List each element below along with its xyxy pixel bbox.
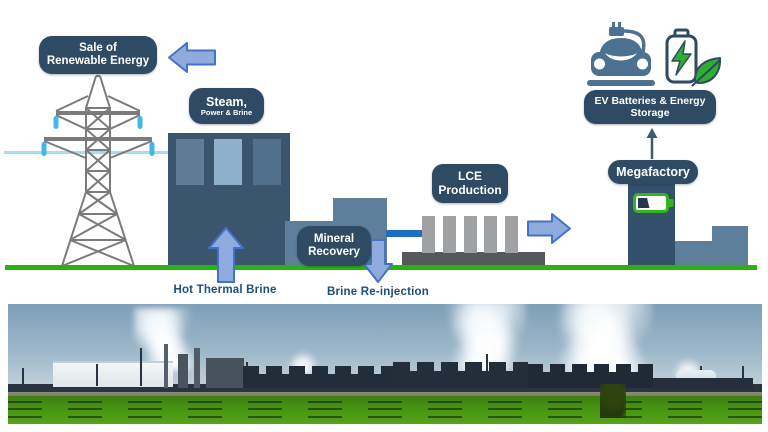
megafactory-icon <box>628 170 675 267</box>
low-structures <box>653 378 753 390</box>
megafactory-box: Megafactory <box>608 160 698 184</box>
hot-thermal-brine-label: Hot Thermal Brine <box>173 284 277 296</box>
brine-reinjection-label: Brine Re-injection <box>326 286 429 298</box>
mineral-box-line1: Mineral <box>313 232 355 245</box>
insulator-icons <box>41 116 155 156</box>
sale-renewable-energy-box: Sale of Renewable Energy <box>39 36 157 74</box>
flow-arrow-up <box>208 227 244 283</box>
ev-car-charging-icon <box>587 22 655 86</box>
lce-production-box: LCE Production <box>432 164 508 203</box>
cooling-tower-bank <box>243 366 393 388</box>
cooling-tower-bank <box>528 364 653 388</box>
white-warehouse <box>53 361 173 387</box>
brine-pipe <box>386 230 424 237</box>
steam-box-line1: Steam, <box>206 94 247 109</box>
mineral-recovery-box: Mineral Recovery <box>297 226 371 266</box>
steam-power-brine-box: Steam, Power & Brine <box>189 88 264 124</box>
plant-window <box>214 139 242 185</box>
lce-box-line2: Production <box>438 182 502 197</box>
plant-window <box>176 139 204 185</box>
pylon-silhouette <box>96 364 98 386</box>
lce-plant-columns <box>422 216 518 253</box>
dirt-strip <box>8 392 762 398</box>
battery-eco-icon <box>665 28 722 87</box>
light-pole <box>140 348 142 386</box>
cooling-tower-bank <box>393 362 528 388</box>
megafactory-label: Megafactory <box>616 164 690 179</box>
battery-level-icon <box>633 193 674 213</box>
megafactory-low-building <box>675 241 712 267</box>
plant-window <box>253 139 281 185</box>
megafactory-low-building <box>712 226 748 267</box>
ev-box-line1: EV Batteries & Energy <box>594 94 706 107</box>
flow-arrow-down <box>363 239 393 283</box>
steam-box-line2: Power & Brine <box>200 107 253 117</box>
mineral-box-line2: Recovery <box>308 246 360 258</box>
refinery-towers <box>158 344 248 388</box>
green-field <box>8 396 762 424</box>
lce-box-line1: LCE <box>458 168 482 183</box>
sale-box-line1: Sale of <box>79 41 117 54</box>
lce-plant-icon <box>402 252 545 267</box>
transmission-tower-icon <box>41 75 155 267</box>
ev-batteries-storage-box: EV Batteries & Energy Storage <box>584 90 716 124</box>
bush <box>600 384 626 418</box>
light-pole <box>742 366 744 386</box>
flow-arrow-right <box>527 213 571 244</box>
geothermal-plant-photo <box>8 304 762 424</box>
pylon-silhouette <box>22 368 24 386</box>
ev-box-line2: Storage <box>630 107 670 119</box>
sale-box-line2: Renewable Energy <box>46 55 150 67</box>
flow-arrow-up-thin <box>646 128 658 159</box>
flow-arrow-left <box>168 42 216 73</box>
